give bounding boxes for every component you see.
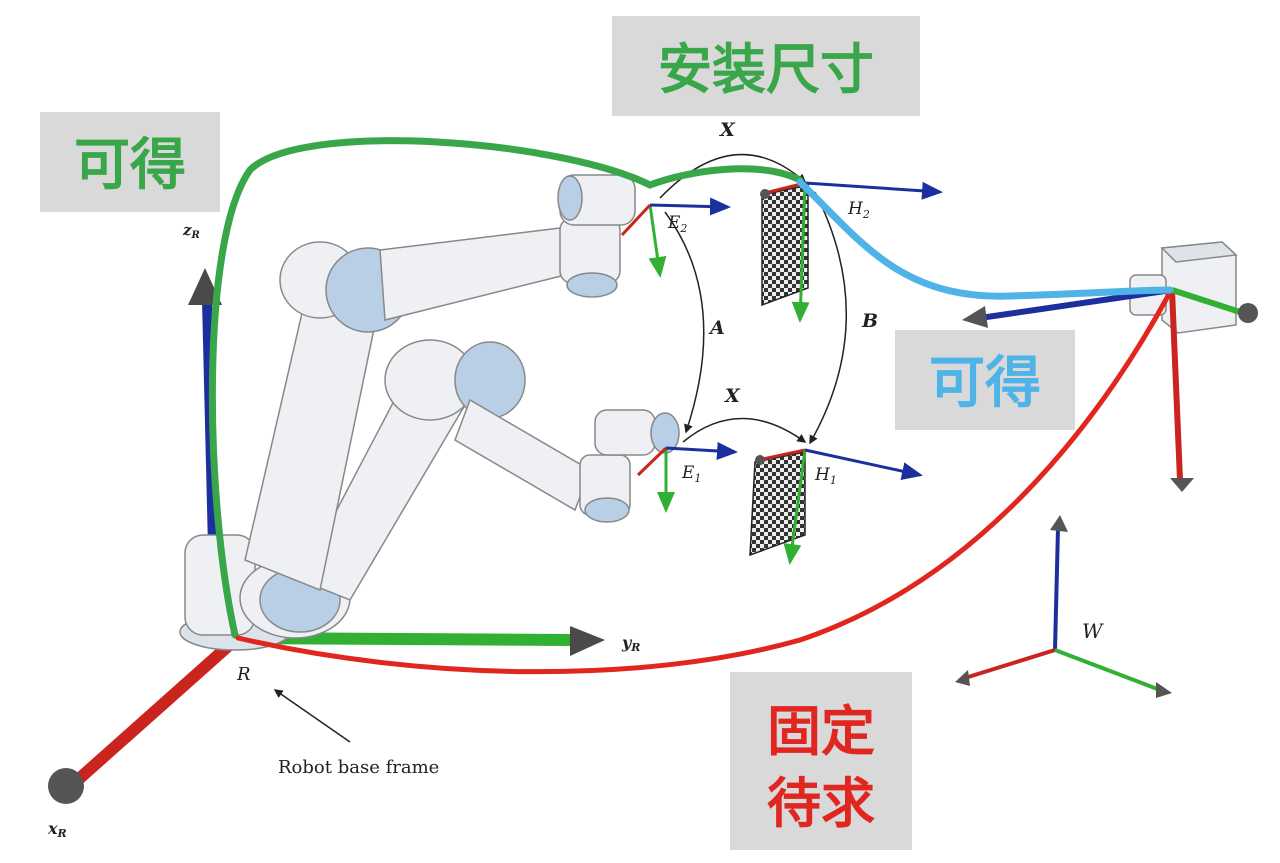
green-chain-curve <box>208 137 804 639</box>
svg-text:待求: 待求 <box>767 772 875 835</box>
arc-b <box>809 191 848 445</box>
arc-a <box>664 211 705 434</box>
label-w: W <box>1082 619 1104 643</box>
label-h1: H1 <box>814 465 837 487</box>
label-b: B <box>861 310 878 332</box>
label-h2: H2 <box>847 199 870 221</box>
label-e1: E1 <box>681 463 701 485</box>
robot-arm <box>179 174 680 651</box>
calibration-board-h2 <box>760 181 943 323</box>
tag-fixed-pending: 固定 待求 <box>730 672 912 850</box>
label-x-top: X <box>719 119 736 141</box>
transform-arcs <box>273 153 848 743</box>
tag-obtainable-blue: 可得 <box>895 330 1075 430</box>
end-effector-frame-e2 <box>620 197 731 278</box>
label-x-r: xR <box>47 819 67 840</box>
arc-x-bottom <box>682 417 807 443</box>
label-z-r: zR <box>182 221 200 241</box>
label-a: A <box>708 317 725 339</box>
x-axis-tip <box>48 768 84 804</box>
blue-chain-curve <box>796 178 1174 300</box>
y-axis-arrowhead <box>570 626 605 656</box>
label-e2: E2 <box>667 213 687 235</box>
svg-text:可得: 可得 <box>929 351 1041 416</box>
calibration-board-h1 <box>749 448 923 565</box>
svg-text:安装尺寸: 安装尺寸 <box>658 38 874 101</box>
tag-obtainable-green: 可得 <box>40 112 220 212</box>
label-r-frame: R <box>236 664 251 685</box>
tag-install-dimension: 安装尺寸 <box>612 16 920 116</box>
camera <box>962 241 1258 492</box>
label-x-bottom: X <box>724 385 741 407</box>
arc-x-top <box>659 153 807 199</box>
base-pointer-arrow <box>273 689 351 743</box>
svg-text:可得: 可得 <box>74 133 186 198</box>
world-frame-w <box>955 515 1172 698</box>
label-y-r: yR <box>621 633 640 654</box>
svg-text:固定: 固定 <box>767 700 875 763</box>
label-robot-base-frame: Robot base frame <box>278 757 439 778</box>
red-chain-curve <box>235 293 1171 675</box>
end-effector-frame-e1 <box>636 441 738 513</box>
